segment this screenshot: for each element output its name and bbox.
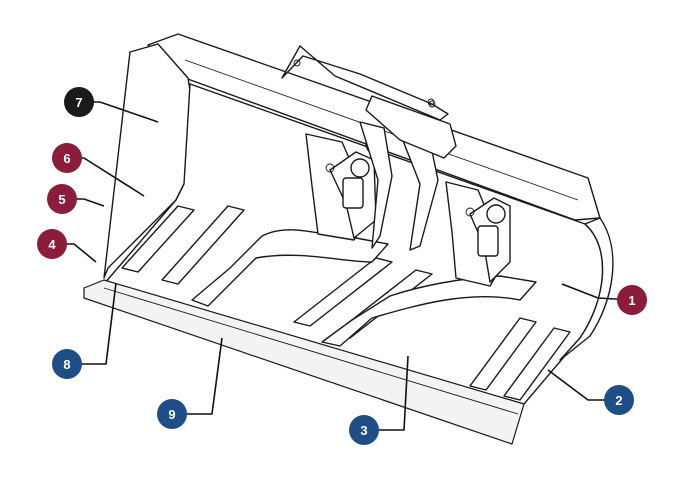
- callout-badge: [64, 87, 94, 117]
- reinforcement-plate-right: [321, 275, 537, 347]
- callout-6: 6: [52, 143, 82, 173]
- cutting-edge: [83, 279, 525, 445]
- callout-badge: [617, 285, 647, 315]
- right-side-plate: [559, 217, 614, 361]
- callout-label: 5: [58, 192, 65, 207]
- callout-label: 6: [63, 151, 70, 166]
- callout-1: 1: [617, 285, 647, 315]
- bucket-drawing: [83, 33, 614, 445]
- callout-8: 8: [52, 349, 82, 379]
- callout-badge: [604, 385, 634, 415]
- mounting-bracket: [281, 45, 449, 121]
- callout-badge: [52, 349, 82, 379]
- callout-badges: 1 2 3 4 5 6 7 8: [37, 87, 647, 445]
- callout-label: 9: [168, 407, 175, 422]
- callout-label: 8: [63, 357, 70, 372]
- hitch-rib-left: [359, 121, 393, 249]
- callout-label: 1: [628, 293, 635, 308]
- callout-label: 7: [75, 95, 82, 110]
- callout-label: 3: [360, 423, 367, 438]
- callout-4: 4: [37, 229, 67, 259]
- callout-9: 9: [157, 399, 187, 429]
- callout-badge: [157, 399, 187, 429]
- callout-label: 4: [48, 237, 56, 252]
- callout-badge: [52, 143, 82, 173]
- callout-badge: [47, 184, 77, 214]
- callout-2: 2: [604, 385, 634, 415]
- hitch-top-plate: [365, 95, 457, 159]
- hitch-top-pin: [428, 100, 436, 108]
- callout-7: 7: [64, 87, 94, 117]
- callout-5: 5: [47, 184, 77, 214]
- callout-label: 2: [615, 393, 622, 408]
- cutting-edge-line: [103, 287, 519, 415]
- callout-badge: [349, 415, 379, 445]
- callout-badge: [37, 229, 67, 259]
- bracket-hole-left: [293, 59, 301, 67]
- callout-3: 3: [349, 415, 379, 445]
- hitch-assembly-right: [445, 181, 511, 287]
